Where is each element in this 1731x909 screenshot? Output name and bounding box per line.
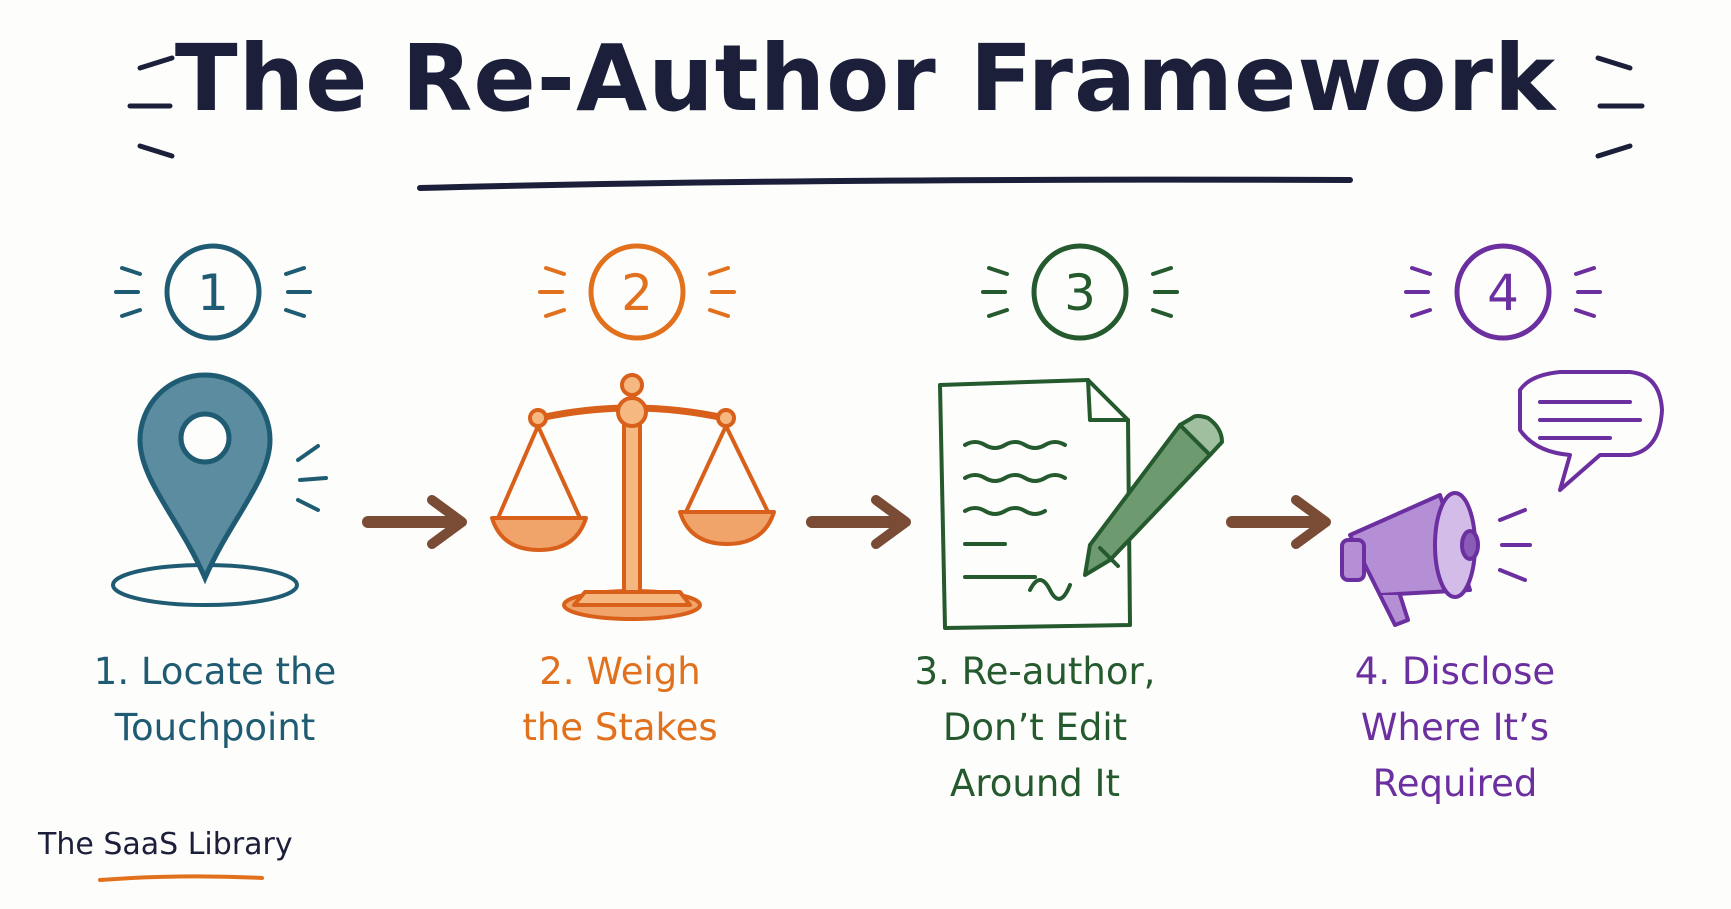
step-2-label-line: 2. Weigh <box>539 650 701 693</box>
step-3-label-line: Around It <box>950 762 1120 805</box>
step-3-label: 3. Re-author, Don’t Edit Around It <box>870 644 1200 812</box>
brand-underline <box>98 874 264 882</box>
page-title: The Re-Author Framework <box>174 25 1557 132</box>
step-2-number-badge: 2 <box>538 243 736 341</box>
brand-logo-text: The SaaS Library <box>38 827 293 862</box>
step-4-number: 4 <box>1487 264 1519 322</box>
step-4-label-line: Required <box>1372 762 1538 805</box>
balance-scale-icon <box>490 373 776 621</box>
step-3-number-badge: 3 <box>981 243 1179 341</box>
step-4-number-badge: 4 <box>1404 243 1602 341</box>
step-2-label-line: the Stakes <box>522 706 718 749</box>
title-underline <box>417 176 1353 191</box>
step-1-number: 1 <box>197 264 229 322</box>
step-1-number-badge: 1 <box>114 243 312 341</box>
step-2-label: 2. Weigh the Stakes <box>455 644 785 756</box>
arrow-3-icon <box>1226 495 1331 549</box>
location-pin-icon <box>111 372 328 607</box>
title-left-dashes-icon <box>127 55 175 159</box>
step-1-label-line: 1. Locate the <box>93 650 337 693</box>
step-2-number: 2 <box>621 264 653 322</box>
title-right-dashes-icon <box>1595 55 1645 159</box>
step-4-label-line: Where It’s <box>1360 706 1550 749</box>
step-3-label-line: 3. Re-author, <box>914 650 1156 693</box>
step-1-label: 1. Locate the Touchpoint <box>50 644 380 756</box>
arrow-1-icon <box>362 495 467 549</box>
step-1-label-line: Touchpoint <box>114 706 316 749</box>
arrow-2-icon <box>806 495 911 549</box>
step-3-number: 3 <box>1064 264 1096 322</box>
step-3-label-line: Don’t Edit <box>942 706 1128 749</box>
step-4-label-line: 4. Disclose <box>1354 650 1556 693</box>
document-pencil-icon <box>938 378 1224 630</box>
megaphone-speech-icon <box>1340 370 1664 627</box>
step-4-label: 4. Disclose Where It’s Required <box>1290 644 1620 812</box>
